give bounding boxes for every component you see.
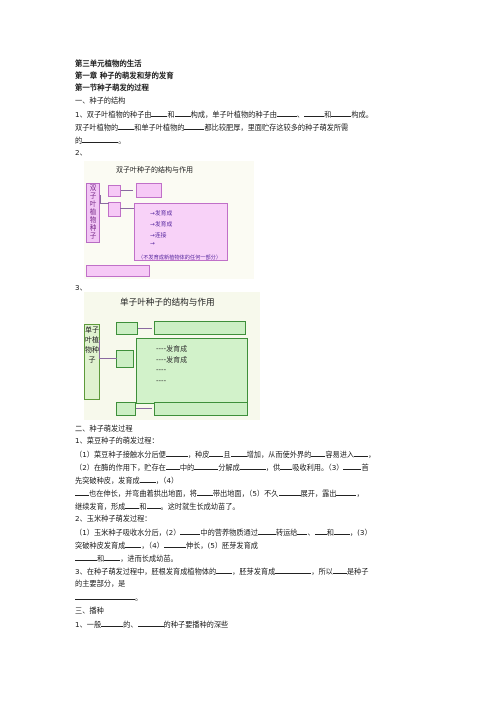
bean-line2: （2）在酶的作用下，贮存在中的分解成，供吸收利用。（3）首: [75, 462, 369, 472]
blank: [125, 501, 140, 509]
embryo-box: [116, 350, 134, 368]
blank: [196, 488, 213, 496]
blank: [276, 109, 297, 117]
blank: [297, 527, 308, 535]
q3-line3: 。: [75, 592, 142, 602]
blank: [165, 462, 180, 470]
pericarp-box: [116, 322, 138, 335]
connector-line: [120, 208, 134, 209]
blank: [137, 619, 164, 627]
part3-title: 三、播种: [75, 606, 104, 615]
monocot-row-2: ----发育成: [156, 356, 188, 364]
corn-line3: 和，进而长成幼苗。: [75, 553, 178, 563]
blank: [75, 488, 89, 496]
cotyledon-box: [86, 265, 150, 277]
monocot-diagram-title: 单子叶种子的结构与作用: [120, 298, 215, 308]
blank: [82, 135, 119, 143]
monocot-row-1: ----发育成: [156, 345, 188, 353]
pericarp-function-box: [154, 321, 246, 335]
blank: [311, 449, 326, 457]
bean-title: 1、菜豆种子的萌发过程：: [75, 436, 159, 445]
blank: [331, 109, 352, 117]
blank: [165, 449, 188, 457]
blank: [239, 462, 266, 470]
dicot-seed-diagram: 双子叶种子的结构与作用 双子叶植物种子 →发育成 →发育成 →连接 → （不发育…: [84, 161, 254, 279]
corn-title: 2、玉米种子萌发过程：: [75, 514, 152, 523]
dicot-row-3: →连接: [150, 233, 167, 239]
dicot-side-label: 双子叶植物种子: [86, 183, 100, 243]
embryo-parts-box: [136, 338, 248, 404]
blank: [139, 475, 156, 483]
blank: [180, 527, 201, 535]
unit-heading: 第三单元植物的生活: [75, 59, 142, 68]
dicot-row-4: →: [150, 241, 155, 247]
q3-line2: 的主要部分，是: [75, 579, 126, 588]
bean-line5: 继续发育，形成和。这时就生长成幼苗了。: [75, 501, 240, 511]
embryo-parts-box: [134, 203, 228, 261]
corn-line1: （1）玉米种子吸收水分后，(2）中的营养物质通过转运给、和，(3）: [75, 527, 372, 537]
bean-line3: 先突破种皮，发育成，（4）: [75, 475, 179, 485]
blank: [257, 527, 276, 535]
part2-title: 二、种子萌发过程: [75, 424, 133, 433]
connector-line: [99, 340, 117, 359]
blank: [333, 527, 350, 535]
q3-label: 3、: [75, 283, 87, 292]
blank: [75, 592, 135, 600]
blank: [216, 566, 233, 574]
section-heading: 第一节种子萌发的过程: [75, 83, 149, 92]
blank: [230, 449, 247, 457]
blank: [104, 553, 121, 561]
embryo-box: [108, 202, 121, 217]
blank: [336, 488, 357, 496]
chapter-heading: 第一章 种子的萌发和芽的发育: [75, 71, 174, 80]
connector-line: [138, 328, 152, 329]
blank: [275, 566, 312, 574]
blank: [343, 462, 362, 470]
q1-line1: 1、双子叶植物的种子由和构成，单子叶植物的种子由、和构成。: [75, 109, 373, 119]
q1-line3: 的。: [75, 135, 126, 145]
blank: [194, 462, 219, 470]
blank: [314, 527, 327, 535]
blank: [163, 540, 186, 548]
corn-line2: 突破种皮发育成，（4）伸长，(5）胚芽发育成: [75, 540, 258, 550]
blank: [151, 109, 168, 117]
bean-line4: 也在伸长，并弯曲着拱出地面，将带出地面，（5）不久展开，露出，: [75, 488, 364, 498]
dicot-row-1: →发育成: [150, 211, 173, 217]
dicot-diagram-title: 双子叶种子的结构与作用: [116, 166, 193, 174]
blank: [332, 566, 347, 574]
q2-label: 2、: [75, 148, 87, 157]
seed-coat-box: [108, 185, 121, 197]
blank: [146, 501, 161, 509]
connector-line: [136, 408, 152, 409]
connector-line: [100, 195, 109, 204]
monocot-seed-diagram: 单子叶种子的结构与作用 单子叶植物种子 ----发育成 ----发育成 ----…: [84, 292, 260, 420]
monocot-row-3: ----: [156, 366, 167, 374]
blank: [75, 553, 97, 561]
dicot-row-2: →发育成: [150, 222, 173, 228]
monocot-side-label: 单子叶植物种子: [84, 324, 100, 400]
blank: [354, 449, 369, 457]
blank: [209, 449, 224, 457]
q3-line1: 3、在种子萌发过程中，胚根发育成植物体的，胚芽发育成，所以是种子: [75, 566, 369, 576]
bean-line1: （1）菜豆种子接触水分后便，种皮且增加，从而使外界的容易进入，: [75, 449, 376, 459]
blank: [174, 109, 191, 117]
blank: [184, 122, 205, 130]
connector-line: [121, 190, 133, 191]
blank: [280, 462, 293, 470]
sowing-line1: 1、一般的、的种子要播种的深些: [75, 619, 229, 629]
monocot-row-4: ----: [156, 377, 167, 385]
endosperm-box: [116, 402, 136, 416]
blank: [304, 109, 325, 117]
q1-line2: 双子叶植物的和单子叶植物的都比较肥厚，里面贮存这较多的种子萌发所需: [75, 122, 349, 132]
part1-title: 一、种子的结构: [75, 96, 126, 105]
blank: [118, 122, 135, 130]
blank: [278, 488, 301, 496]
blank: [125, 540, 142, 548]
seed-coat-function-box: [136, 183, 162, 198]
endosperm-function-box: [154, 402, 248, 416]
dicot-note: （不发育成新植物体的任何一部分）: [138, 255, 222, 261]
blank: [101, 619, 124, 627]
